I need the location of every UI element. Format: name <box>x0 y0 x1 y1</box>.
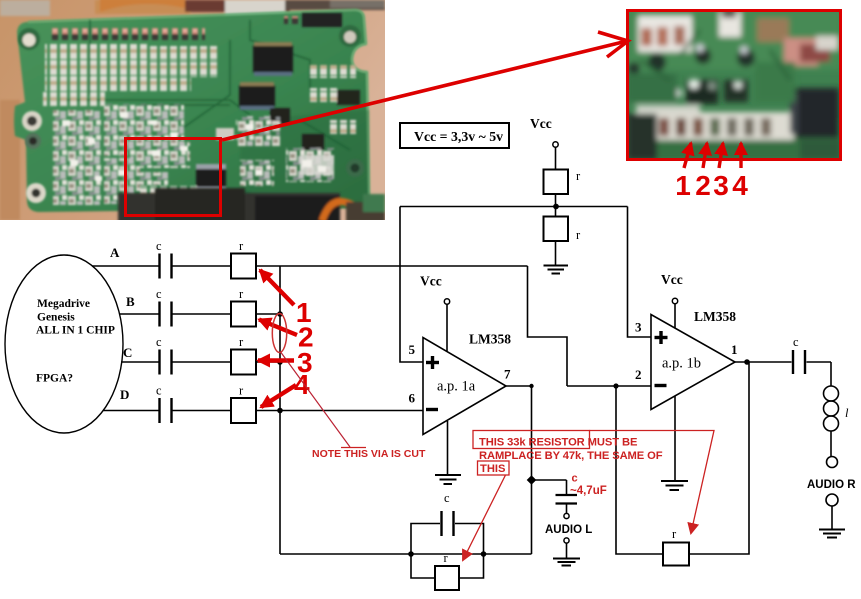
svg-text:r: r <box>239 287 244 301</box>
svg-text:l: l <box>845 406 849 420</box>
svg-text:r: r <box>239 335 244 349</box>
svg-text:Genesis: Genesis <box>37 312 75 324</box>
svg-text:THIS 33k RESISTOR MUST BE: THIS 33k RESISTOR MUST BE <box>479 437 638 449</box>
svg-text:THIS: THIS <box>480 463 506 475</box>
svg-text:1: 1 <box>731 342 738 357</box>
svg-text:c: c <box>572 473 578 485</box>
svg-text:NOTE THIS VIA IS CUT: NOTE THIS VIA IS CUT <box>312 448 426 460</box>
svg-text:c: c <box>156 384 162 398</box>
svg-text:2: 2 <box>298 322 314 353</box>
svg-text:c: c <box>156 335 162 349</box>
svg-text:~4,7uF: ~4,7uF <box>570 485 607 497</box>
svg-text:3: 3 <box>297 347 313 378</box>
svg-text:Megadrive: Megadrive <box>37 298 90 310</box>
svg-text:3: 3 <box>635 320 642 335</box>
svg-text:c: c <box>156 287 162 301</box>
svg-text:AUDIO R: AUDIO R <box>807 479 856 491</box>
svg-text:Vcc: Vcc <box>420 274 442 289</box>
svg-text:r: r <box>576 169 581 183</box>
svg-text:r: r <box>576 228 581 242</box>
svg-text:r: r <box>239 239 244 253</box>
svg-text:c: c <box>444 491 450 505</box>
svg-text:r: r <box>239 384 244 398</box>
svg-text:4: 4 <box>732 170 748 201</box>
svg-text:Vcc = 3,3v ~ 5v: Vcc = 3,3v ~ 5v <box>414 129 503 144</box>
svg-text:FPGA?: FPGA? <box>36 373 73 385</box>
svg-text:a.p. 1a: a.p. 1a <box>437 379 476 395</box>
svg-text:A: A <box>110 245 120 260</box>
svg-text:Vcc: Vcc <box>530 116 552 131</box>
svg-text:a.p. 1b: a.p. 1b <box>662 356 701 372</box>
svg-text:C: C <box>123 345 132 360</box>
svg-text:1: 1 <box>675 170 691 201</box>
svg-text:AUDIO L: AUDIO L <box>545 524 592 536</box>
svg-text:3: 3 <box>713 170 729 201</box>
svg-text:D: D <box>120 387 129 402</box>
svg-text:Vcc: Vcc <box>661 272 683 287</box>
svg-text:LM358: LM358 <box>469 332 511 347</box>
svg-text:c: c <box>793 335 799 349</box>
svg-text:LM358: LM358 <box>694 309 736 324</box>
svg-text:2: 2 <box>695 170 711 201</box>
svg-text:ALL IN 1 CHIP: ALL IN 1 CHIP <box>36 325 115 337</box>
svg-text:2: 2 <box>635 367 642 382</box>
svg-text:RAMPLACE BY 47k, THE SAME OF: RAMPLACE BY 47k, THE SAME OF <box>479 450 663 462</box>
svg-text:r: r <box>444 551 449 565</box>
svg-text:B: B <box>126 294 135 309</box>
svg-text:r: r <box>672 527 677 541</box>
svg-text:5: 5 <box>409 342 416 357</box>
svg-text:6: 6 <box>409 391 416 406</box>
svg-text:7: 7 <box>504 367 511 382</box>
svg-text:c: c <box>156 239 162 253</box>
